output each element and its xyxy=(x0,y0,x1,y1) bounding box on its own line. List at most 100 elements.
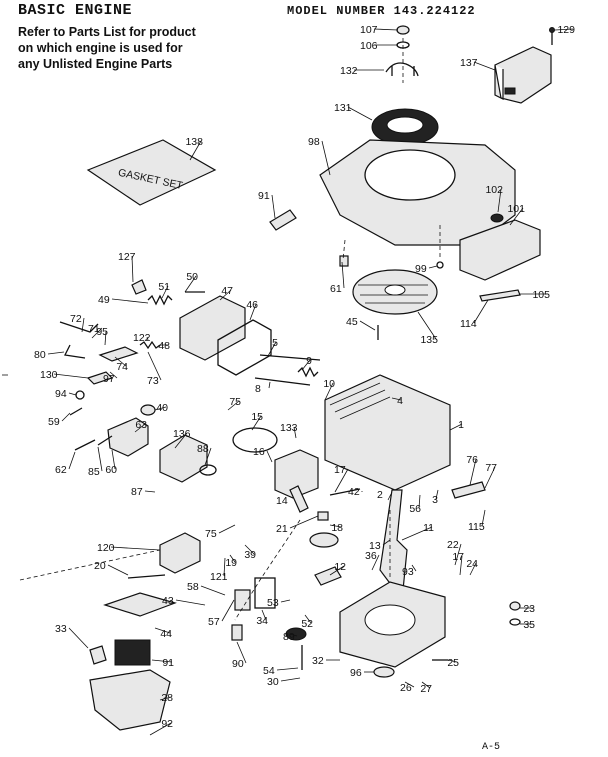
callout-leader xyxy=(421,681,431,689)
part-callout-20: 20 xyxy=(94,560,106,572)
part-61 xyxy=(339,255,349,267)
callout-leader xyxy=(104,330,107,346)
gasket-46 xyxy=(217,319,272,376)
part-callout-91: 91 xyxy=(258,190,270,202)
part-callout-71: 71 xyxy=(88,323,100,335)
screen-center xyxy=(386,116,424,134)
callout-leader xyxy=(81,317,85,333)
callout-leader xyxy=(47,351,65,355)
part-callout-17: 17 xyxy=(334,464,346,476)
part-callout-94: 94 xyxy=(55,388,67,400)
callout-leader xyxy=(554,28,574,31)
callout-leader xyxy=(469,458,477,486)
part-callout-51: 51 xyxy=(158,281,170,293)
spring-51 xyxy=(147,294,173,306)
callout-leader xyxy=(174,432,188,449)
callout-leader xyxy=(280,677,301,682)
rod-121 xyxy=(127,574,166,579)
part-callout-99: 99 xyxy=(415,263,427,275)
part-callout-48: 48 xyxy=(158,340,170,352)
part-callout-107: 107 xyxy=(360,24,378,36)
alignment-lines xyxy=(19,38,441,621)
part-callout-40: 40 xyxy=(156,402,168,414)
instruction-note: Refer to Parts List for product on which… xyxy=(18,24,196,72)
part-callout-97: 97 xyxy=(103,373,115,385)
callout-leader xyxy=(244,544,255,555)
part-callout-137: 137 xyxy=(460,57,478,69)
part-callout-80: 80 xyxy=(34,349,46,361)
intake-60 xyxy=(107,417,149,457)
callout-leader xyxy=(469,562,477,576)
part-76 xyxy=(451,481,486,499)
nut-102 xyxy=(490,213,504,223)
part-callout-58: 58 xyxy=(187,581,199,593)
callout-leader xyxy=(473,61,496,71)
callout-leader xyxy=(151,659,173,663)
callout-leader xyxy=(301,359,311,371)
callout-leader xyxy=(321,140,331,176)
part-callout-98: 98 xyxy=(308,136,320,148)
part-callout-85: 85 xyxy=(88,466,100,478)
flywheel-hub xyxy=(384,284,406,296)
part-callout-11: 11 xyxy=(423,522,434,534)
part-callout-63: 63 xyxy=(135,419,147,431)
callout-leader xyxy=(268,381,271,389)
part-callout-61: 61 xyxy=(330,283,342,295)
callout-leader xyxy=(131,255,134,283)
gasket-52 xyxy=(254,577,276,609)
part-callout-16: 16 xyxy=(253,446,265,458)
callout-leader xyxy=(373,28,399,31)
part-callout-15: 15 xyxy=(251,411,263,423)
cover-89 xyxy=(103,592,177,617)
part-callout-25: 25 xyxy=(447,657,459,669)
callout-leader xyxy=(391,397,402,401)
part-callout-21: 21 xyxy=(276,523,288,535)
callout-leader xyxy=(144,490,156,493)
callout-leader xyxy=(61,412,71,422)
part-callout-53: 53 xyxy=(267,597,279,609)
callout-leader xyxy=(497,188,502,213)
callout-leader xyxy=(149,722,172,736)
callout-leader xyxy=(428,265,438,269)
note-line-3: any Unlisted Engine Parts xyxy=(18,57,173,71)
callout-leader xyxy=(107,564,129,576)
cylinder-fins xyxy=(329,382,391,420)
part-callout-30: 30 xyxy=(267,676,279,688)
part-callout-75: 75 xyxy=(205,528,217,540)
callout-leader xyxy=(249,303,257,321)
callout-leader xyxy=(147,351,162,381)
callout-leader xyxy=(459,555,463,576)
callout-leader xyxy=(341,261,345,289)
spring-73 xyxy=(139,340,161,350)
callout-leader xyxy=(161,285,169,299)
part-callout-19: 19 xyxy=(225,557,237,569)
callout-leader xyxy=(435,489,439,500)
callout-leader xyxy=(404,681,415,688)
part-callout-17: 17 xyxy=(452,551,464,563)
gasket-set-envelope xyxy=(86,139,217,206)
part-callout-8: 8 xyxy=(255,383,261,395)
callout-leader xyxy=(276,667,299,671)
callout-leader xyxy=(184,275,197,293)
part-callout-120: 120 xyxy=(97,542,115,554)
part-callout-59: 59 xyxy=(48,416,60,428)
plug-43 xyxy=(509,601,521,611)
part-callout-33: 33 xyxy=(55,623,67,635)
part-40 xyxy=(69,407,83,416)
part-callout-90: 90 xyxy=(232,658,244,670)
part-callout-5: 5 xyxy=(272,337,278,349)
callout-leader xyxy=(189,140,202,161)
part-callout-9: 9 xyxy=(306,355,312,367)
part-91-lower xyxy=(89,645,107,665)
part-callout-18: 18 xyxy=(331,522,343,534)
callout-leader xyxy=(236,641,247,664)
ring-88 xyxy=(199,464,217,476)
screw-head-129 xyxy=(549,27,555,33)
callout-leader xyxy=(267,341,277,357)
part-callout-57: 57 xyxy=(208,616,220,628)
callout-leader xyxy=(509,207,524,226)
muffler-101 xyxy=(459,219,541,281)
callout-leader xyxy=(447,659,458,663)
seal-26 xyxy=(373,666,395,678)
